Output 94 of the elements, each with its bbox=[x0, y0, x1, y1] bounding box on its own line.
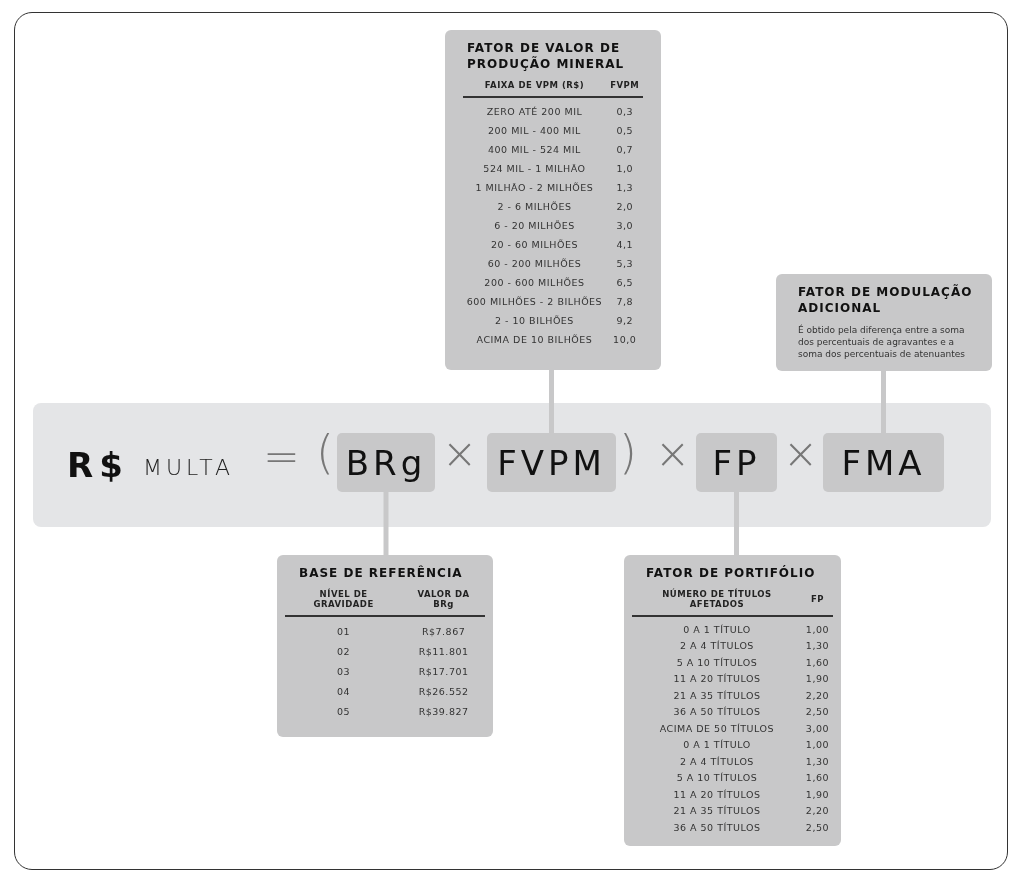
factor-box: FP bbox=[696, 433, 777, 492]
table-cell-text: R$11.801 bbox=[417, 644, 470, 659]
table-cell-text: 200 - 600 MILHÕES bbox=[483, 276, 586, 290]
multiply-sign: × bbox=[655, 433, 691, 475]
table-cell-text: 0,5 bbox=[615, 124, 634, 138]
info-panel bbox=[277, 555, 493, 737]
table-cell-text: 36 A 50 TÍTULOS bbox=[672, 705, 762, 720]
table-cell-text: 3,0 bbox=[615, 219, 634, 233]
table-cell-text: 2 - 10 BILHÕES bbox=[494, 314, 575, 328]
factor-box: FMA bbox=[823, 433, 944, 492]
table-cell-text: 3,00 bbox=[804, 721, 830, 736]
table-cell-text: 6 - 20 MILHÕES bbox=[493, 219, 576, 233]
table-cell-text: 7,8 bbox=[615, 295, 634, 309]
column-header: VALOR DA BRg bbox=[402, 589, 485, 616]
table-cell-text: 1,30 bbox=[804, 639, 830, 654]
table-cell-text: 11 A 20 TÍTULOS bbox=[672, 672, 762, 687]
table-cell: ZERO ATÉ 200 MIL bbox=[462, 97, 607, 121]
table-cell: R$7.867 bbox=[402, 616, 485, 641]
column-header: FP bbox=[801, 589, 833, 616]
table-cell-text: 5 A 10 TÍTULOS bbox=[675, 655, 759, 670]
table-cell-text: 1,60 bbox=[804, 655, 830, 670]
table-cell-text: 05 bbox=[336, 704, 352, 719]
table-cell-text: 9,2 bbox=[615, 314, 634, 328]
table-cell-text: 04 bbox=[336, 684, 352, 699]
table-cell-text: 2 A 4 TÍTULOS bbox=[678, 754, 755, 769]
connector-line bbox=[734, 492, 739, 555]
description-text: É obtido pela diferença entre a soma dos percentuais de agravantes e a soma dos percentuais de atenuantes bbox=[798, 324, 966, 360]
multiply-sign: × bbox=[442, 433, 478, 475]
factor-box: BRg bbox=[337, 433, 435, 492]
table-cell-text: 1,90 bbox=[804, 787, 830, 802]
table-cell: 1,00 bbox=[801, 616, 833, 638]
connector-line bbox=[549, 370, 554, 433]
multiply-sign: × bbox=[783, 433, 819, 475]
table-cell-text: 1 MILHÃO - 2 MILHÕES bbox=[474, 181, 595, 195]
table-cell-text: 21 A 35 TÍTULOS bbox=[672, 804, 762, 819]
currency-label: R$ bbox=[67, 445, 129, 485]
factor-box: FVPM bbox=[487, 433, 616, 492]
info-panel bbox=[776, 274, 992, 371]
info-panel bbox=[445, 30, 661, 370]
table-cell: 0 A 1 TÍTULO bbox=[632, 616, 802, 638]
table-cell-text: 1,60 bbox=[804, 771, 830, 786]
table-cell-text: 1,0 bbox=[615, 162, 634, 176]
table-cell-text: 20 - 60 MILHÕES bbox=[489, 238, 579, 252]
table-cell-text: 03 bbox=[336, 664, 352, 679]
column-header: FVPM bbox=[606, 80, 644, 97]
table-cell-text: 2,0 bbox=[615, 200, 634, 214]
table-cell-text: 60 - 200 MILHÕES bbox=[486, 257, 583, 271]
table-cell-text: 400 MIL - 524 MIL bbox=[487, 143, 582, 157]
table-cell-text: 2,50 bbox=[804, 820, 830, 835]
table-cell-text: 5 A 10 TÍTULOS bbox=[675, 771, 759, 786]
table-cell-text: 1,00 bbox=[804, 738, 830, 753]
table-cell-text: 5,3 bbox=[615, 257, 634, 271]
panel-heading: FATOR DE VALOR DE PRODUÇÃO MINERAL bbox=[467, 40, 626, 72]
table-cell-text: 02 bbox=[336, 644, 352, 659]
connector-line bbox=[881, 371, 886, 433]
panel-heading: BASE DE REFERÊNCIA bbox=[299, 565, 464, 581]
table-cell-text: 11 A 20 TÍTULOS bbox=[672, 787, 762, 802]
table-cell-text: 1,90 bbox=[804, 672, 830, 687]
table-cell-text: R$26.552 bbox=[417, 684, 470, 699]
table-cell-text: R$39.827 bbox=[417, 704, 470, 719]
table-cell-text: R$17.701 bbox=[417, 664, 470, 679]
panel-heading: FATOR DE MODULAÇÃO ADICIONAL bbox=[798, 284, 974, 316]
formula-term: MULTA bbox=[143, 455, 235, 480]
table-cell-text: 0,7 bbox=[615, 143, 634, 157]
column-header: NÍVEL DE GRAVIDADE bbox=[285, 589, 403, 616]
table-cell-text: 2,20 bbox=[804, 688, 830, 703]
table-cell: 0,3 bbox=[606, 97, 644, 121]
table-cell-text: 200 MIL - 400 MIL bbox=[487, 124, 582, 138]
table-cell-text: 10,0 bbox=[612, 333, 638, 347]
column-header: FAIXA DE VPM (R$) bbox=[462, 80, 607, 97]
table-cell-text: 0 A 1 TÍTULO bbox=[682, 738, 752, 753]
panel-heading: FATOR DE PORTIFÓLIO bbox=[646, 565, 817, 581]
table-cell-text: 1,30 bbox=[804, 754, 830, 769]
table-cell-text: ACIMA DE 10 BILHÕES bbox=[475, 333, 594, 347]
table-cell-text: 36 A 50 TÍTULOS bbox=[672, 820, 762, 835]
connector-line bbox=[383, 492, 389, 555]
table-cell-text: 524 MIL - 1 MILHÃO bbox=[482, 162, 587, 176]
table-cell-text: 1,3 bbox=[615, 181, 634, 195]
table-cell-text: 2 A 4 TÍTULOS bbox=[678, 639, 755, 654]
table-cell-text: 2 - 6 MILHÕES bbox=[496, 200, 573, 214]
table-cell-text: 21 A 35 TÍTULOS bbox=[672, 688, 762, 703]
table-cell-text: 4,1 bbox=[615, 238, 634, 252]
table-cell-text: 6,5 bbox=[615, 276, 634, 290]
column-header: NÚMERO DE TÍTULOS AFETADOS bbox=[632, 589, 802, 616]
table-cell-text: 2,50 bbox=[804, 705, 830, 720]
formula-band bbox=[33, 403, 991, 527]
table-cell-text: 600 MILHÕES - 2 BILHÕES bbox=[465, 295, 604, 309]
table-cell-text: ACIMA DE 50 TÍTULOS bbox=[658, 721, 776, 736]
equals-sign: = bbox=[263, 435, 300, 479]
info-panel bbox=[624, 555, 841, 846]
closing-parenthesis: ) bbox=[619, 429, 637, 475]
opening-parenthesis: ( bbox=[316, 429, 334, 475]
table-cell: 01 bbox=[285, 616, 403, 641]
table-cell-text: 2,20 bbox=[804, 804, 830, 819]
